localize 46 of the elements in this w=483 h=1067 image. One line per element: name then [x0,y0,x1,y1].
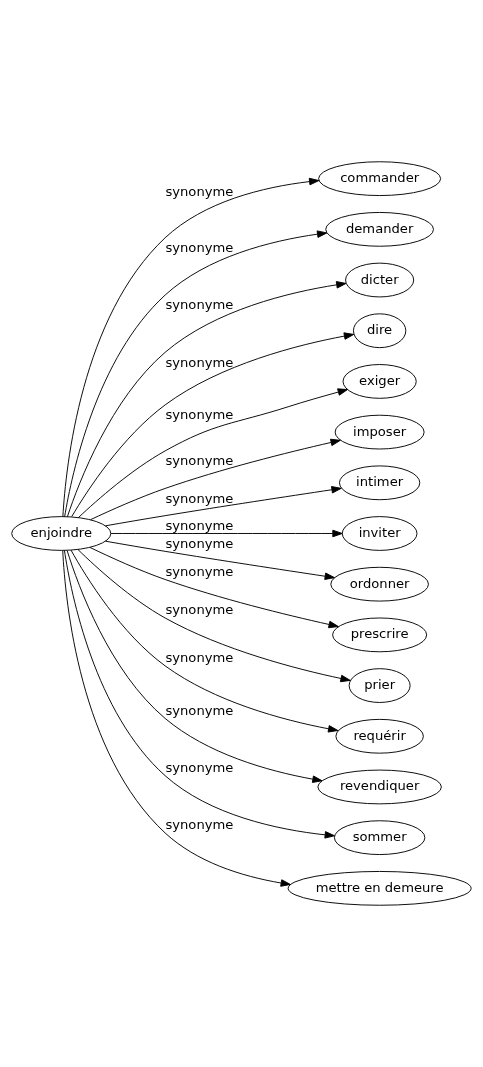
edge-label: synonyme [165,535,234,551]
node-ellipse: revendiquer [317,769,442,805]
edge-label: synonyme [165,183,234,199]
arrow [71,332,355,518]
arrow [105,540,335,580]
edge-label: synonyme [165,760,234,776]
arrow [62,177,320,518]
edge-label: synonyme [165,240,234,256]
node-ellipse: dicter [345,262,415,298]
arrow [90,438,341,521]
arrow [77,388,348,519]
edge-label: synonyme [165,563,234,579]
node-ellipse: intimer [339,465,421,501]
node-ellipse: imposer [334,414,425,450]
node-ellipse: prescrire [332,617,428,653]
arrow [89,547,339,629]
arrow [66,550,323,783]
node-ellipse: dire [352,313,407,349]
edge-label: synonyme [165,817,234,833]
arrow [63,549,335,839]
arrow [77,549,351,683]
node-ellipse: mettre en demeure [287,871,472,906]
node-ellipse: ordonner [330,566,429,602]
node-ellipse: demander [325,212,434,247]
arrow [110,529,343,538]
edge-label: synonyme [165,297,234,313]
edge-label: synonyme [165,702,234,718]
arrow [70,549,339,733]
node-ellipse: inviter [341,516,418,551]
edge-label: synonyme [165,517,234,533]
edge-label: synonyme [165,453,234,469]
edge-label: synonyme [165,602,234,618]
edge-label: synonyme [165,490,234,506]
node-ellipse: exiger [342,364,417,399]
edge-label: synonyme [165,650,234,666]
edge-label: synonyme [165,354,234,370]
node-ellipse: enjoindre [11,516,112,551]
node-ellipse: commander [318,161,442,196]
arrow [64,230,328,518]
arrow [62,550,291,887]
node-ellipse: prier [348,668,411,703]
edge-label: synonyme [165,407,234,423]
arrow [66,281,347,518]
node-ellipse: requérir [335,718,424,754]
node-ellipse: sommer [333,820,426,855]
arrow [105,486,342,527]
